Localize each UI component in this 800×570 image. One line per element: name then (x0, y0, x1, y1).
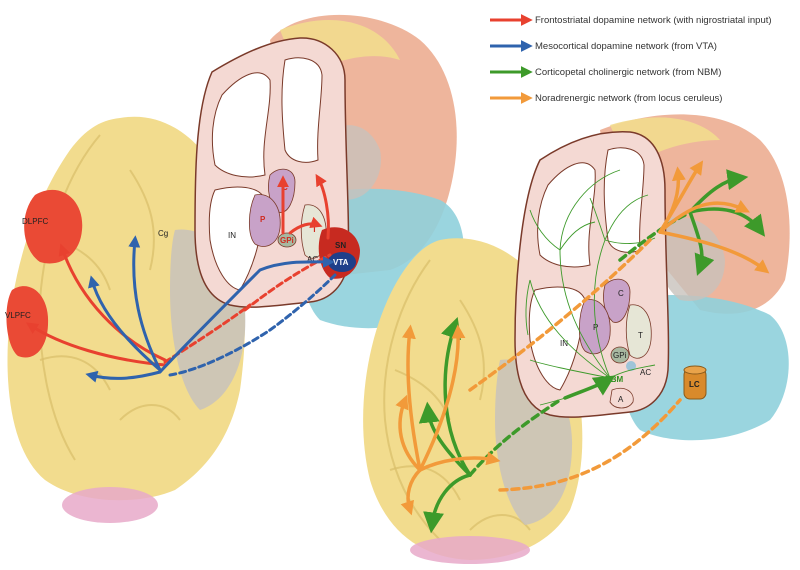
right-putamen-label: P (593, 323, 598, 332)
left-putamen-label: P (260, 215, 266, 224)
legend-item-frontostriatal: Frontostriatal dopamine network (with ni… (490, 14, 772, 26)
left-thalamus-label: T (312, 225, 317, 234)
left-ac-label: AC (307, 255, 318, 264)
left-insula-label: IN (228, 231, 236, 240)
right-gpi (610, 346, 630, 364)
left-sn-label: SN (335, 241, 346, 250)
legend-item-noradrenergic: Noradrenergic network (from locus cerule… (490, 92, 722, 104)
locus-ceruleus: LC (683, 365, 707, 400)
right-caudate-label: C (618, 289, 624, 298)
lc-label: LC (689, 380, 700, 389)
left-vta-label: VTA (333, 258, 349, 267)
left-brain: DLPFC VLPFC Cg C P GPi T IN SN VTA AC (5, 14, 464, 523)
right-thalamus-label: T (638, 331, 643, 340)
right-putamen (578, 299, 611, 355)
cholinergic-arbor (525, 169, 656, 406)
right-thalamus (625, 304, 652, 359)
cg-label: Cg (158, 229, 168, 238)
right-caudate (603, 278, 631, 323)
legend-item-cholinergic: Corticopetal cholinergic network (from N… (490, 66, 721, 78)
legend-label-noradrenergic: Noradrenergic network (from locus cerule… (535, 93, 722, 104)
vlpfc-region (6, 286, 49, 358)
right-gpi-label: GPi (613, 351, 627, 360)
noradrenergic-pathways (395, 160, 770, 516)
legend-label-mesocortical: Mesocortical dopamine network (from VTA) (535, 41, 717, 52)
right-cerebellum-pink (410, 536, 530, 564)
legend-item-mesocortical: Mesocortical dopamine network (from VTA) (490, 40, 717, 52)
dlpfc-label: DLPFC (22, 217, 48, 226)
left-cerebellum-pink (62, 487, 158, 523)
left-vta (328, 252, 356, 272)
legend-label-cholinergic: Corticopetal cholinergic network (from N… (535, 67, 721, 78)
right-insula-label: IN (560, 339, 568, 348)
vlpfc-label: VLPFC (5, 311, 31, 320)
right-amygdala (609, 387, 634, 409)
mesocortical-pathways (85, 235, 337, 383)
left-caudate-label: C (282, 183, 288, 192)
legend: Frontostriatal dopamine network (with ni… (490, 14, 772, 104)
left-putamen (248, 194, 281, 247)
right-ac-label: AC (640, 368, 651, 377)
left-gpi-label: GPi (280, 236, 294, 245)
left-gpi (277, 232, 297, 248)
right-brain: C P GPi T IN NBM A AC LC (363, 114, 790, 564)
right-amygdala-label: A (618, 395, 624, 404)
legend-label-frontostriatal: Frontostriatal dopamine network (with ni… (535, 15, 772, 26)
